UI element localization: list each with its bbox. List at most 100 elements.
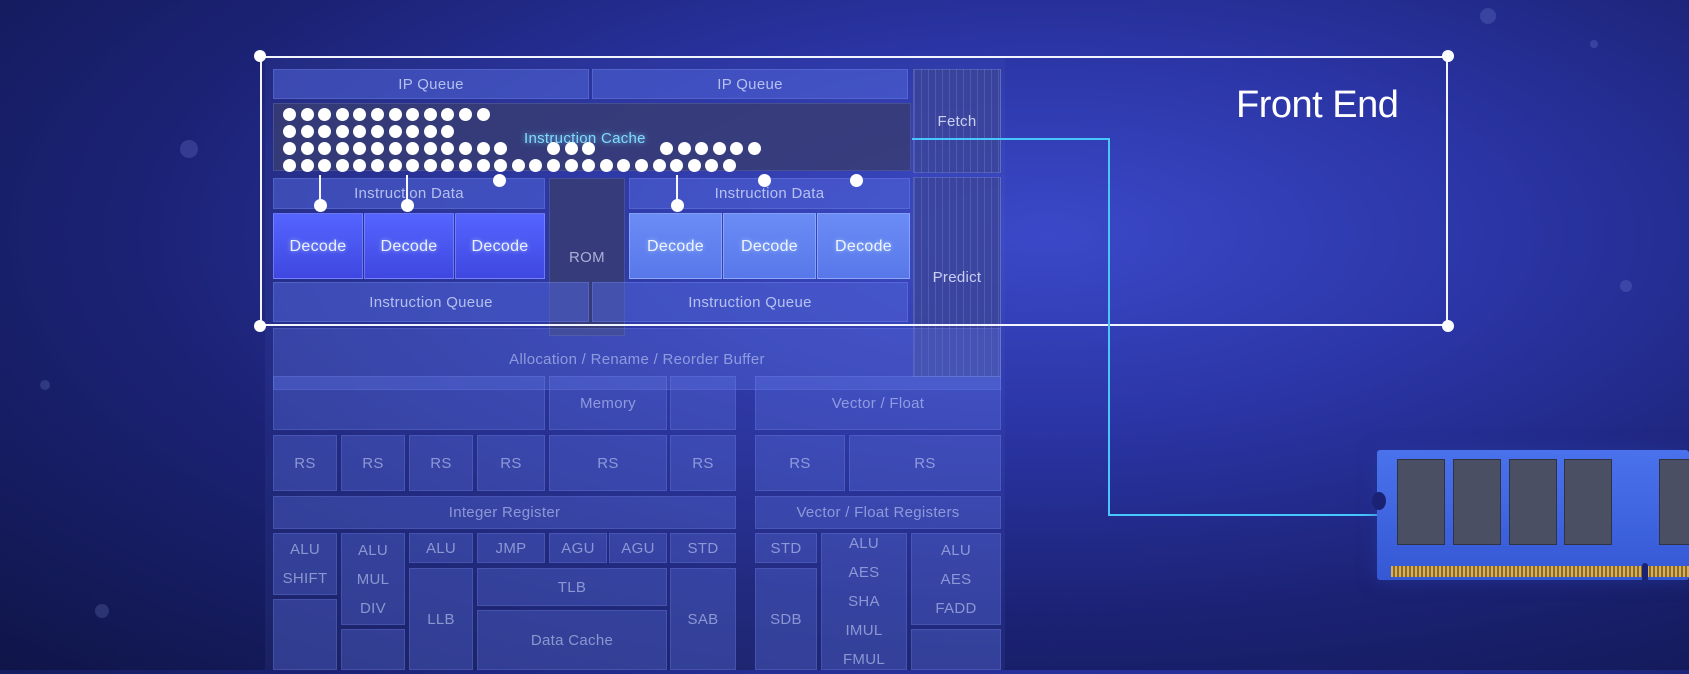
cache-line-dot — [406, 142, 420, 155]
cache-line-dot — [547, 142, 560, 155]
vector-float-registers: Vector / Float Registers — [755, 496, 1001, 529]
aes-label: AES — [940, 570, 972, 588]
fadd-label: FADD — [935, 599, 977, 617]
decode-left-3: Decode — [455, 213, 545, 279]
front-end-title: Front End — [1236, 84, 1399, 126]
rs-8: RS — [849, 435, 1001, 491]
cache-line-dot — [529, 159, 543, 172]
port-agu-1: AGU — [549, 533, 607, 563]
memory-block: Memory — [549, 376, 667, 430]
port-alu-shift: ALU SHIFT — [273, 533, 337, 595]
data-cache: Data Cache — [477, 610, 667, 670]
ram-gold-contacts — [1391, 566, 1689, 577]
port-jmp: JMP — [477, 533, 545, 563]
decode-right-2: Decode — [723, 213, 816, 279]
cache-line-dot — [494, 142, 508, 155]
cache-line-dot — [353, 142, 367, 155]
cache-line-dot — [705, 159, 719, 172]
cache-line-dot — [635, 159, 648, 172]
decode-connector-dot — [400, 199, 414, 212]
rs-3: RS — [409, 435, 473, 491]
cache-line-dot — [441, 108, 455, 121]
port-std-vector: STD — [755, 533, 817, 563]
cache-line-dot — [599, 159, 613, 172]
cache-line-dot — [283, 108, 296, 121]
cache-line-dot — [371, 125, 384, 138]
cache-line-dot — [748, 142, 761, 155]
decode-connector-stem — [319, 175, 321, 205]
frame-handle-top-left — [254, 50, 266, 62]
cache-line-dot — [318, 159, 332, 172]
ram-chip — [1659, 459, 1689, 545]
cache-line-dot — [318, 125, 332, 138]
aes-label: AES — [848, 564, 880, 581]
cache-line-dot — [353, 108, 367, 121]
cache-line-dot — [476, 142, 490, 155]
port-bottom-2 — [341, 629, 405, 670]
cache-line-dot — [300, 108, 314, 121]
cache-line-dot — [283, 125, 296, 138]
background-speck — [1480, 8, 1496, 24]
cache-line-dot — [582, 142, 596, 155]
port-alu-mul-div: ALU MUL DIV — [341, 533, 405, 625]
cache-line-dot — [371, 142, 384, 155]
cache-line-dot — [423, 142, 437, 155]
cache-line-dot — [371, 108, 384, 121]
cache-line-dot — [318, 108, 332, 121]
alu-label: ALU — [289, 541, 321, 558]
cache-line-dot — [406, 125, 420, 138]
memory-block-side — [670, 376, 736, 430]
div-label: DIV — [360, 599, 386, 617]
cache-line-dot — [511, 159, 525, 172]
ram-chip — [1453, 459, 1501, 545]
decode-connector-stem — [676, 175, 678, 205]
rs-7: RS — [755, 435, 845, 491]
decode-left-2: Decode — [364, 213, 454, 279]
front-end-frame — [260, 56, 1448, 326]
decode-connector-stem — [406, 175, 408, 205]
ram-key-notch — [1642, 563, 1648, 580]
cache-line-dot — [459, 108, 472, 121]
cache-line-dot — [670, 159, 684, 172]
background-speck — [1590, 40, 1598, 48]
cache-line-dot — [652, 159, 666, 172]
cache-line-dot — [300, 142, 314, 155]
cache-line-dot — [406, 108, 420, 121]
ip-queue-right: IP Queue — [592, 69, 908, 99]
cache-line-dot — [660, 142, 673, 155]
port-alu: ALU — [409, 533, 473, 563]
llb-block: LLB — [409, 568, 473, 670]
port-alu-aes-sha: ALU AES SHA IMUL FMUL — [821, 533, 907, 670]
decode-left-1: Decode — [273, 213, 363, 279]
alu-label: ALU — [848, 535, 880, 552]
scheduler-block — [273, 376, 545, 430]
cache-line-dot — [388, 125, 402, 138]
integer-register: Integer Register — [273, 496, 736, 529]
port-alu-aes-fadd: ALU AES FADD — [911, 533, 1001, 625]
cache-line-dot — [687, 159, 701, 172]
cache-line-dot — [441, 142, 455, 155]
port-bottom-1 — [273, 599, 337, 670]
cache-line-dot — [353, 125, 367, 138]
cache-line-dot — [677, 142, 691, 155]
cache-line-dot — [300, 125, 314, 138]
rs-6: RS — [670, 435, 736, 491]
cache-line-dot — [423, 159, 437, 172]
tlb-block: TLB — [477, 568, 667, 606]
ip-queue-left: IP Queue — [273, 69, 589, 99]
cache-line-dot — [335, 159, 349, 172]
cache-line-dot — [582, 159, 596, 172]
rs-2: RS — [341, 435, 405, 491]
cache-line-dot — [318, 142, 332, 155]
ram-module — [1372, 450, 1689, 580]
cache-line-dot — [335, 125, 349, 138]
imul-label: IMUL — [845, 622, 883, 639]
sdb-block: SDB — [755, 568, 817, 670]
cache-line-dot — [441, 159, 455, 172]
cache-line-dot — [564, 159, 578, 172]
rs-4: RS — [477, 435, 545, 491]
ram-chip — [1397, 459, 1445, 545]
cache-line-dot — [371, 159, 384, 172]
decode-connector-dot — [492, 174, 506, 187]
cache-line-dot — [730, 142, 744, 155]
